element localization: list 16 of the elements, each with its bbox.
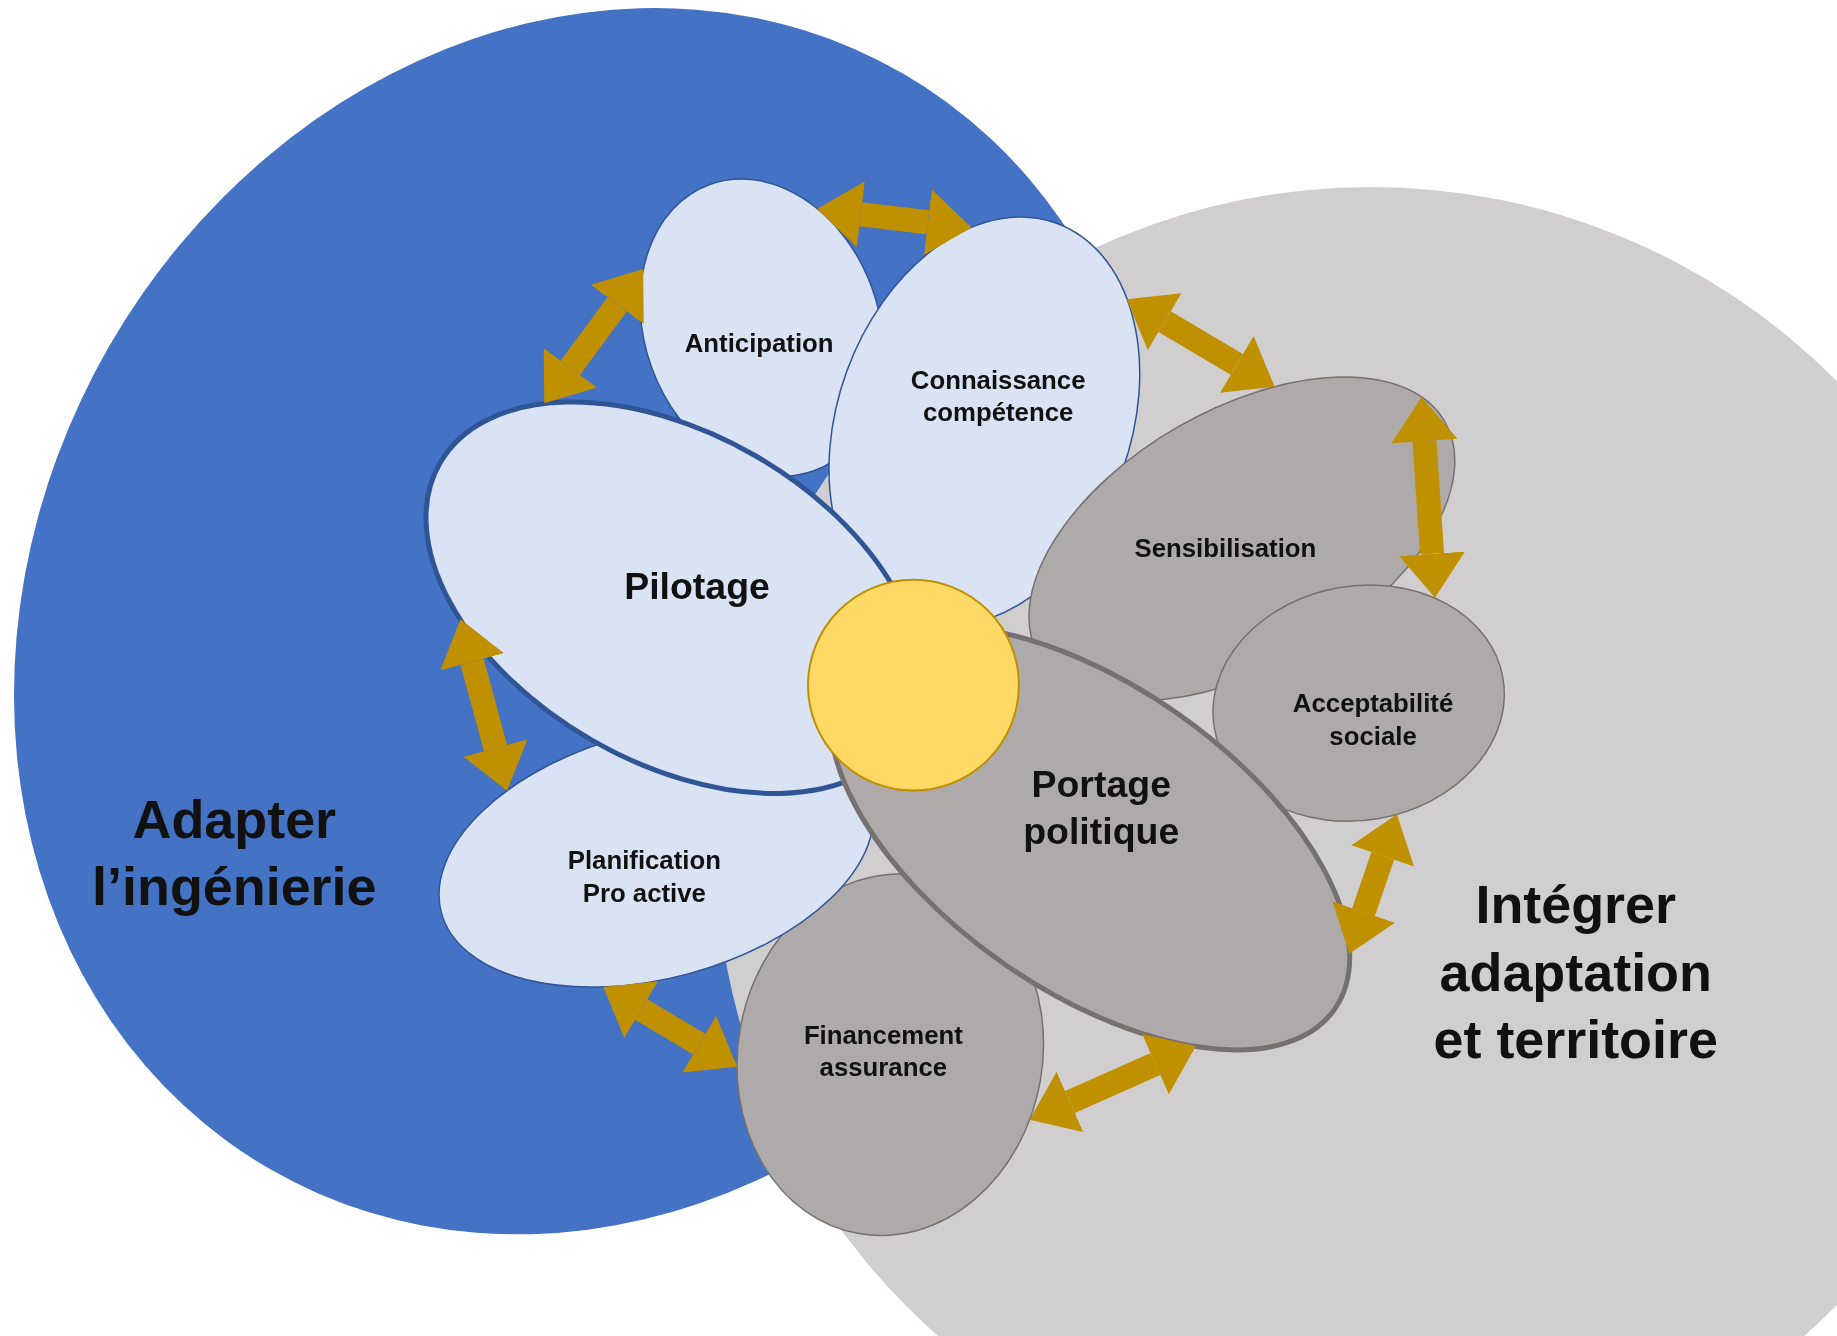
double-arrow [440, 619, 528, 791]
region-label: Intégrer adaptation et territoire [1432, 873, 1719, 1072]
petal-label: Anticipation [683, 328, 835, 360]
petal-label: Connaissance compétence [909, 364, 1087, 428]
petal-label: Portage politique [1022, 762, 1181, 855]
double-arrow [603, 981, 738, 1073]
petal-label: Pilotage [623, 563, 771, 609]
double-arrow [1126, 293, 1275, 393]
double-arrow [817, 181, 972, 256]
petal-label: Planification Pro active [566, 845, 722, 909]
petal-label: Sensibilisation [1133, 533, 1318, 565]
double-arrow [1391, 397, 1465, 598]
double-arrow [1332, 814, 1414, 954]
petal-label: Acceptabilité sociale [1291, 688, 1455, 752]
petal-label: Financement assurance [802, 1019, 964, 1083]
region-label: Adapter l’ingénierie [91, 787, 378, 918]
